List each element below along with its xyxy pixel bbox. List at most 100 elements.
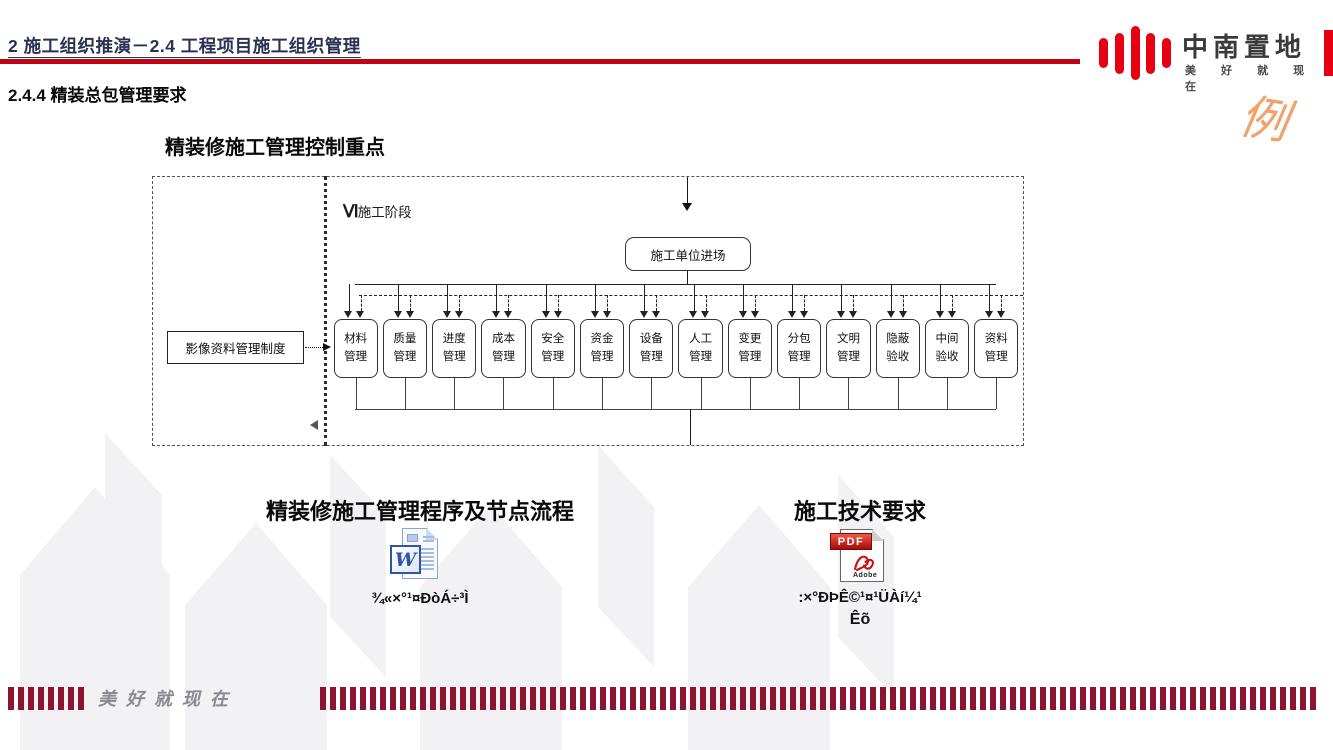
brand-bar — [1162, 38, 1171, 68]
flow-column: 人工管理 — [676, 284, 725, 410]
side-dotted-arrow-icon — [305, 342, 331, 351]
down-arrow-dashed-icon — [602, 295, 611, 318]
example-stamp: 例 — [1235, 88, 1293, 152]
connector-down — [947, 378, 949, 409]
connector-down — [454, 378, 456, 409]
pdf-doc-icon[interactable]: PDF Adobe — [830, 527, 888, 585]
pdf-attachment-filename-line1: :×°ÐÞÊ©¹¤¹ÜÀí¼¹ — [798, 589, 922, 606]
down-arrow-dashed-icon — [997, 295, 1006, 318]
section-title: 2.4.4 精装总包管理要求 — [8, 86, 187, 105]
word-w-badge: W — [390, 545, 421, 574]
down-arrow-dashed-icon — [504, 295, 513, 318]
down-arrow-dashed-icon — [356, 295, 365, 318]
connector-down — [552, 378, 554, 409]
pdf-page-fold — [872, 529, 884, 541]
brand-bar — [1130, 26, 1140, 80]
connector-down — [503, 378, 505, 409]
box-line2: 管理 — [984, 350, 1008, 363]
box-line2: 管理 — [689, 350, 713, 363]
down-arrow-solid-icon — [640, 284, 649, 318]
box-line1: 隐蔽 — [886, 332, 910, 345]
flow-column: 成本管理 — [479, 284, 528, 410]
flow-box: 隐蔽验收 — [875, 319, 920, 378]
entry-box: 施工单位进场 — [625, 237, 751, 271]
down-arrow-dashed-icon — [652, 295, 661, 318]
flow-box: 资料管理 — [974, 319, 1019, 378]
connector-down — [848, 378, 850, 409]
box-line1: 人工 — [689, 332, 713, 345]
box-line2: 验收 — [935, 350, 959, 363]
flow-box: 成本管理 — [481, 319, 526, 378]
footer-barcode-left — [8, 687, 88, 710]
word-w-letter: W — [394, 548, 417, 571]
phase-divider-line — [324, 176, 327, 446]
brand-name: 中南置地 — [1182, 32, 1307, 62]
box-line1: 资金 — [590, 332, 614, 345]
flow-box: 中间验收 — [924, 319, 970, 378]
pdf-attachment-filename-line2: Êõ — [849, 611, 871, 628]
box-line2: 管理 — [836, 350, 860, 363]
entry-arrow-icon — [682, 177, 693, 211]
down-arrow-solid-icon — [689, 284, 698, 318]
box-line2: 管理 — [541, 350, 565, 363]
phase-label: Ⅵ施工阶段 — [343, 201, 412, 222]
connector-down — [355, 378, 357, 409]
box-line1: 材料 — [344, 332, 368, 345]
box-line1: 进度 — [442, 332, 466, 345]
word-title-block — [407, 534, 418, 542]
connector-down — [897, 378, 899, 409]
word-attachment-title: 精装修施工管理程序及节点流程 — [265, 499, 574, 524]
connector-down — [404, 378, 406, 409]
connector-down — [700, 378, 702, 409]
box-line2: 管理 — [787, 350, 811, 363]
pdf-badge-text: PDF — [837, 535, 865, 548]
box-line1: 质量 — [393, 332, 417, 345]
box-line2: 管理 — [639, 350, 663, 363]
down-arrow-dashed-icon — [455, 295, 464, 318]
word-doc-icon[interactable]: W — [390, 528, 444, 581]
box-line2: 验收 — [886, 350, 910, 363]
pdf-badge: PDF — [830, 533, 872, 550]
flow-column: 中间验收 — [922, 284, 971, 410]
down-arrow-solid-icon — [738, 284, 747, 318]
box-line1: 安全 — [541, 332, 565, 345]
box-line2: 管理 — [590, 350, 614, 363]
down-arrow-dashed-icon — [553, 295, 562, 318]
word-page-fold — [426, 528, 438, 540]
box-line1: 成本 — [491, 332, 515, 345]
flow-box: 文明管理 — [826, 319, 871, 378]
flow-column: 材料管理 — [331, 284, 380, 410]
down-arrow-dashed-icon — [799, 295, 808, 318]
down-arrow-solid-icon — [492, 284, 501, 318]
flow-column: 安全管理 — [528, 284, 577, 410]
brand-bar — [1146, 32, 1156, 74]
down-arrow-solid-icon — [541, 284, 550, 318]
box-line2: 管理 — [738, 350, 762, 363]
brand-bar — [1114, 32, 1124, 74]
flow-column: 资料管理 — [972, 284, 1021, 410]
down-arrow-solid-icon — [787, 284, 796, 318]
box-line2: 管理 — [344, 350, 368, 363]
flowchart: Ⅵ施工阶段 施工单位进场 影像资料管理制度 材料管理 质量管理 进度管理 成本管… — [152, 176, 1024, 446]
management-box-row: 材料管理 质量管理 进度管理 成本管理 安全管理 资金管理 设备管理 人工管理 … — [331, 284, 1021, 410]
flow-box: 设备管理 — [629, 319, 674, 378]
phase-text: 施工阶段 — [357, 205, 412, 220]
left-feedback-arrow-icon — [310, 420, 318, 430]
brand-bar — [1099, 38, 1108, 68]
phase-numeral: Ⅵ — [343, 202, 359, 221]
pdf-attachment-title: 施工技术要求 — [793, 499, 926, 524]
down-arrow-solid-icon — [935, 284, 944, 318]
connector-down — [996, 378, 998, 409]
box-line1: 资料 — [984, 332, 1008, 345]
flow-box: 变更管理 — [727, 319, 773, 378]
down-arrow-solid-icon — [837, 284, 846, 318]
adobe-swirl-icon — [853, 555, 874, 572]
connector-down — [651, 378, 653, 409]
down-arrow-dashed-icon — [750, 295, 759, 318]
down-arrow-solid-icon — [886, 284, 895, 318]
down-arrow-dashed-icon — [947, 295, 956, 318]
brand-tagline: 美 好 就 现 在 — [1185, 65, 1316, 93]
box-line2: 管理 — [393, 350, 417, 363]
word-text-line — [423, 540, 434, 542]
